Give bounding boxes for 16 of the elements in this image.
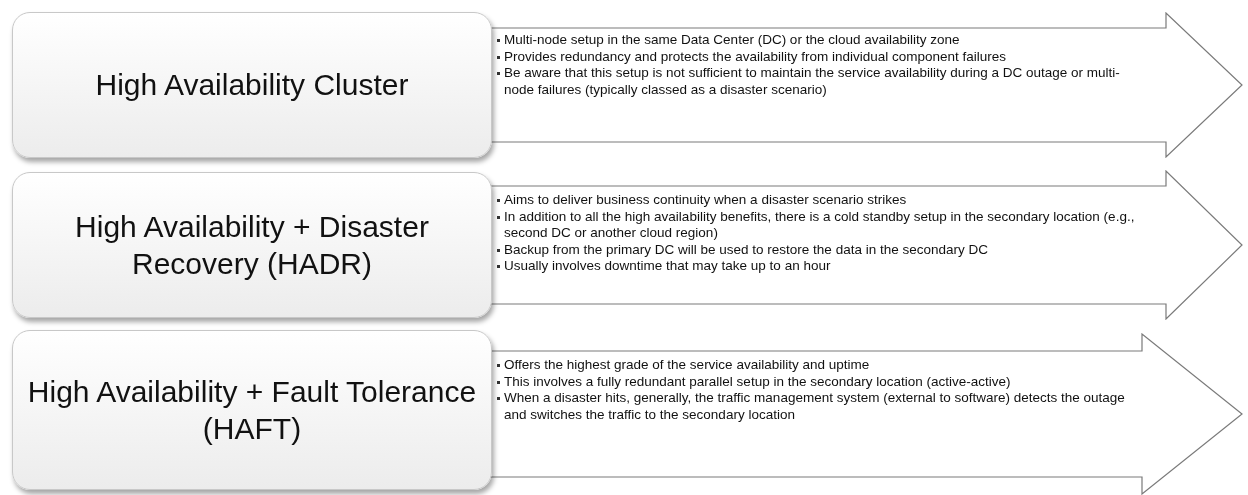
rounded-box	[12, 172, 492, 318]
bullet-item: Be aware that this setup is not sufficient to maintain the service availability during a DC outage or multi-node failures (typically classed as a disaster scenario)	[496, 65, 1144, 98]
bullet-item: When a disaster hits, generally, the traffic management system (external to software) detects the outage and switches the traffic to the secondary location	[496, 390, 1144, 423]
box-title: High Availability Cluster	[95, 67, 409, 104]
rounded-box	[12, 12, 492, 158]
bullet-item: Provides redundancy and protects the availability from individual component failures	[496, 48, 1144, 65]
bullet-item: In addition to all the high availability benefits, there is a cold standby setup in the secondary location (e.g., second DC or another cloud region)	[496, 208, 1144, 242]
bullet-item: Multi-node setup in the same Data Center (DC) or the cloud availability zone	[496, 32, 1144, 49]
rounded-box	[12, 330, 492, 490]
box-title: High Availability + Fault Tolerance (HAFT)	[26, 373, 478, 447]
bullet-item: Backup from the primary DC will be used to restore the data in the secondary DC	[496, 241, 1144, 258]
bullet-item: This involves a fully redundant parallel setup in the secondary location (active-active)	[496, 373, 1144, 390]
bullet-item: Usually involves downtime that may take up to an hour	[496, 258, 1144, 275]
bullet-item: Offers the highest grade of the service availability and uptime	[496, 357, 1144, 374]
bullet-item: Aims to deliver business continuity when a disaster scenario strikes	[496, 192, 1144, 209]
box-title: High Availability + Disaster Recovery (HADR)	[74, 208, 430, 282]
